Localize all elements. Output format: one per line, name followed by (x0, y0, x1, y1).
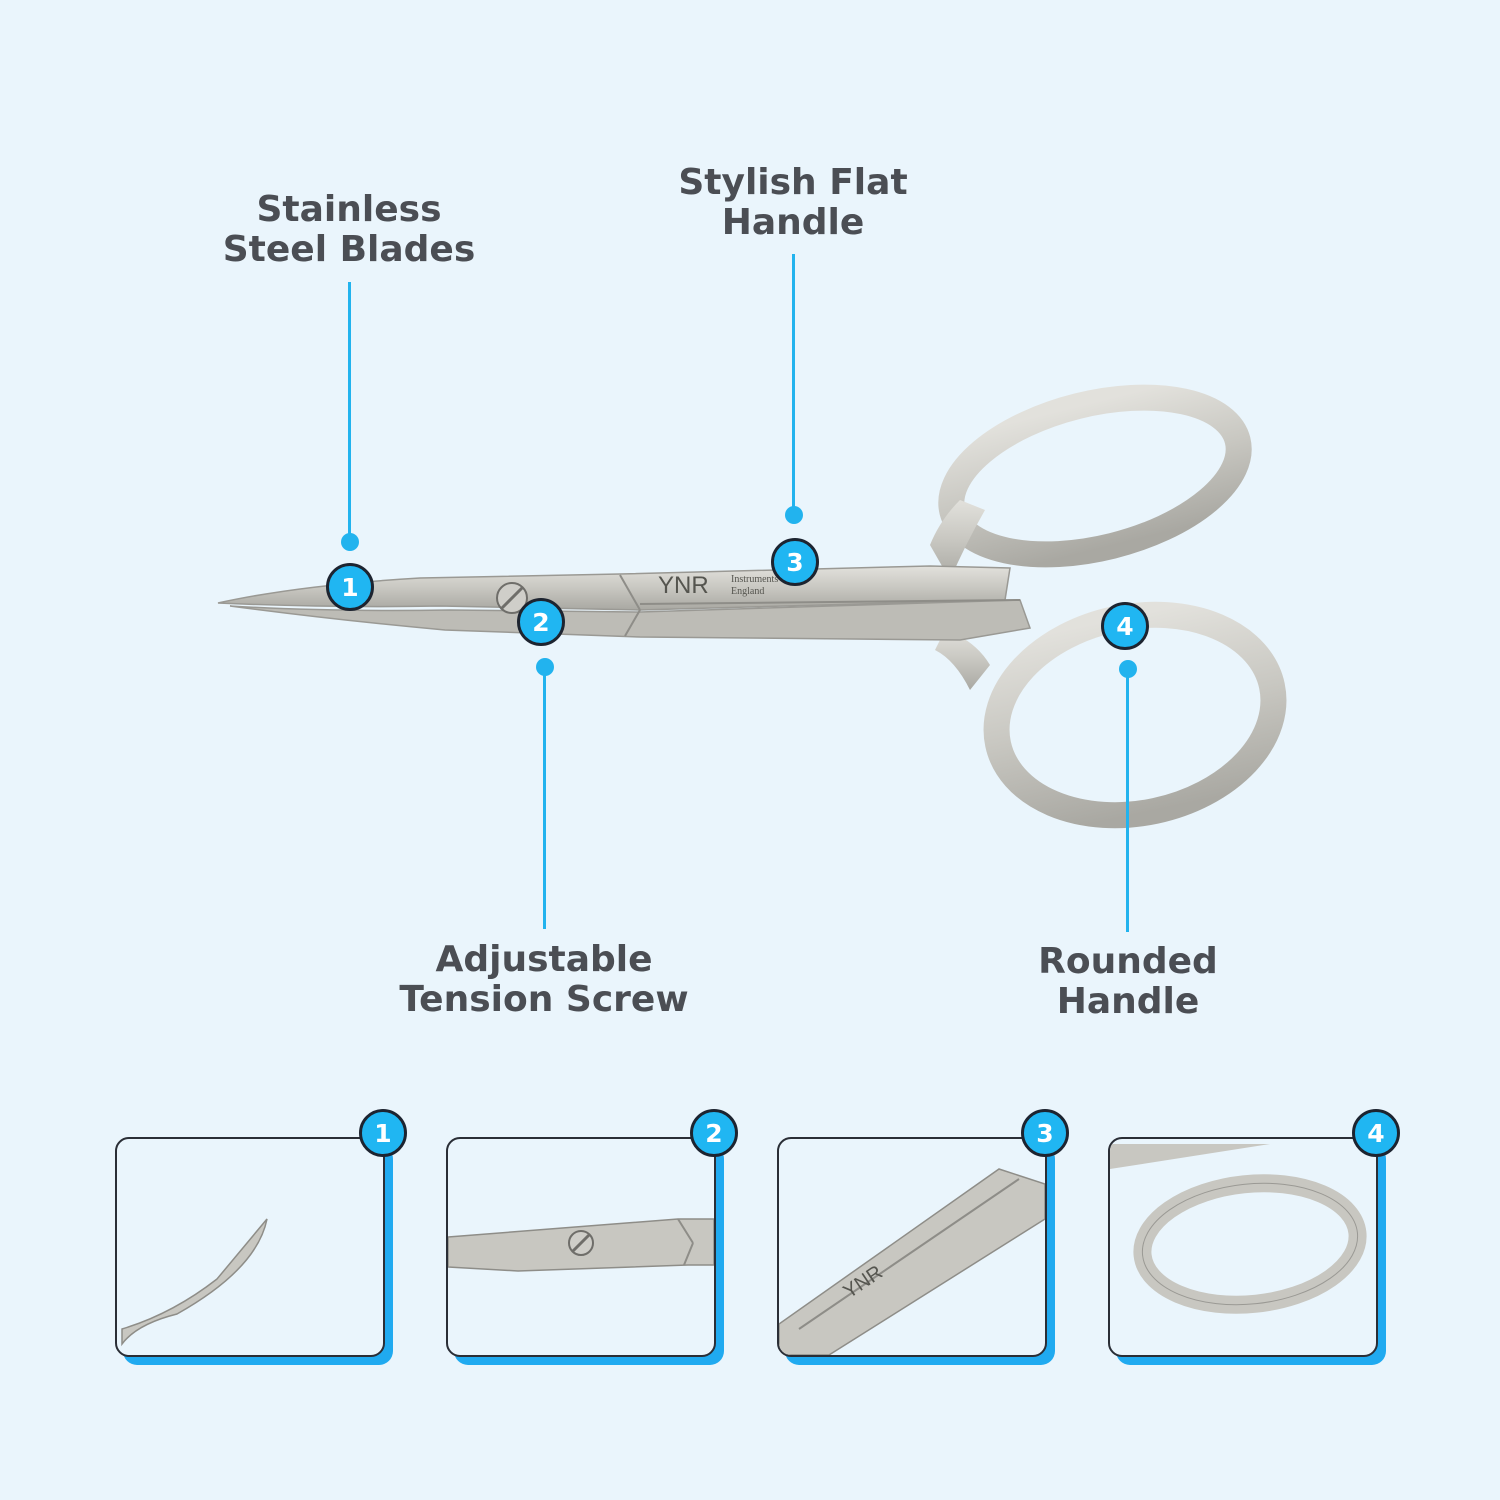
engraving-line2: England (731, 586, 764, 597)
callout-4-line1: Rounded (1038, 941, 1218, 982)
callout-3-badge: 3 (771, 538, 819, 586)
brand-engraving: YNR (658, 572, 709, 599)
callout-1-label: Stainless Steel Blades (199, 190, 499, 270)
detail-thumbnail-2: 2 (446, 1109, 738, 1365)
engraving-line1: Instruments (731, 574, 778, 585)
callout-4-label: Rounded Handle (978, 942, 1278, 1022)
callout-1-line1: Stainless (256, 189, 442, 230)
callout-4-badge: 4 (1101, 602, 1149, 650)
blade-tip-detail (121, 1218, 268, 1347)
callout-2-label: Adjustable Tension Screw (394, 940, 694, 1020)
detail-thumbnail-1: 1 (115, 1109, 407, 1365)
thumbnail-3-frame: YNR (777, 1137, 1047, 1357)
callout-4-leader (1126, 677, 1129, 932)
callout-3-line1: Stylish Flat (678, 162, 908, 203)
flat-handle-detail: YNR (779, 1168, 1045, 1355)
callout-2-badge: 2 (517, 598, 565, 646)
detail-thumbnail-4: 4 (1108, 1109, 1400, 1365)
callout-3-line2: Handle (721, 202, 865, 243)
callout-1-dot (341, 533, 359, 551)
callout-2-leader (543, 675, 546, 929)
thumbnail-3-badge: 3 (1021, 1109, 1069, 1157)
callout-3-dot (785, 506, 803, 524)
tension-screw-detail (448, 1218, 714, 1272)
thumbnail-1-badge: 1 (359, 1109, 407, 1157)
callout-4-dot (1119, 660, 1137, 678)
detail-thumbnail-3: YNR 3 (777, 1109, 1069, 1365)
callout-1-line2: Steel Blades (222, 229, 476, 270)
thumbnail-1-frame (115, 1137, 385, 1357)
callout-3-label: Stylish Flat Handle (643, 163, 943, 243)
callout-1-leader (348, 282, 351, 534)
callout-2-line1: Adjustable (435, 939, 653, 980)
callout-2-dot (536, 658, 554, 676)
thumbnail-4-frame (1108, 1137, 1378, 1357)
thumbnail-2-frame (446, 1137, 716, 1357)
callout-4-line2: Handle (1056, 981, 1200, 1022)
rounded-handle-detail (1110, 1144, 1367, 1314)
callout-3-leader (792, 254, 795, 507)
callout-2-line2: Tension Screw (399, 979, 689, 1020)
thumbnail-4-badge: 4 (1352, 1109, 1400, 1157)
thumbnail-2-badge: 2 (690, 1109, 738, 1157)
callout-1-badge: 1 (326, 563, 374, 611)
